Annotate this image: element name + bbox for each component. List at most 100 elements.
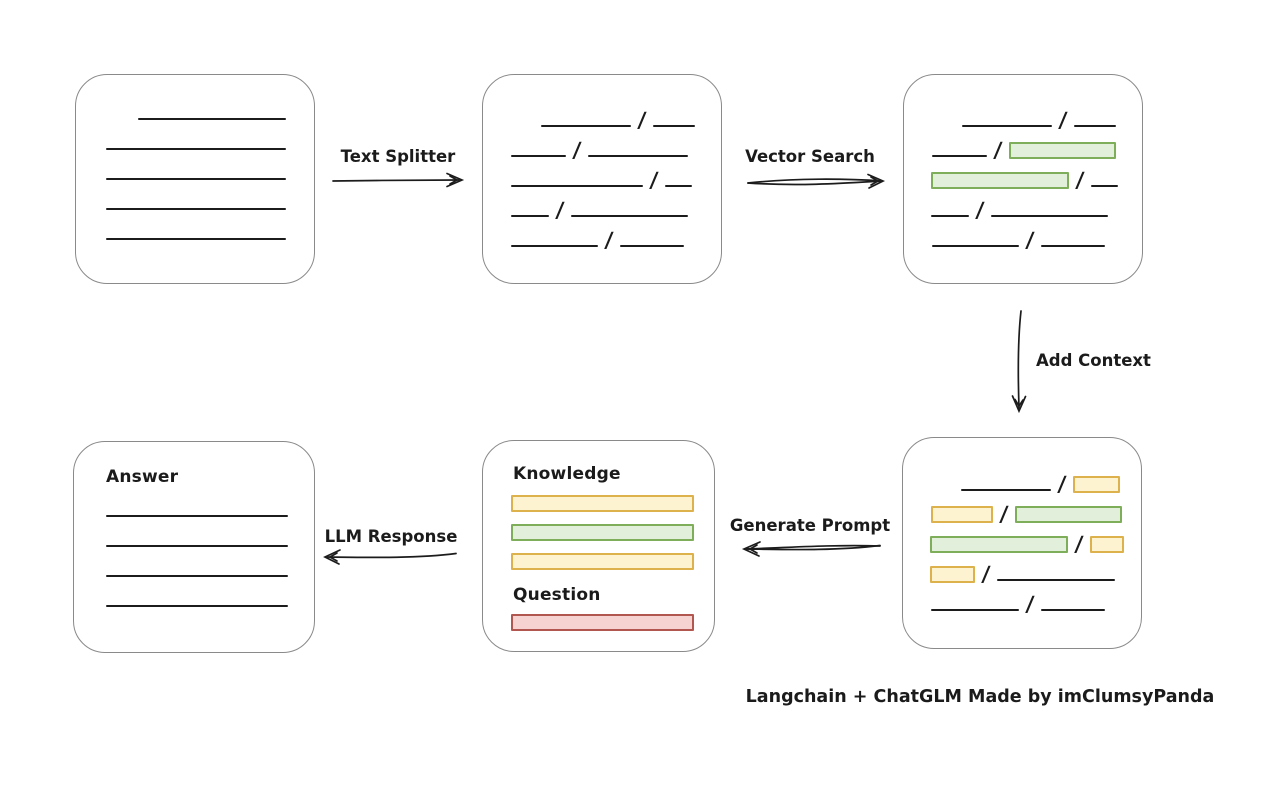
question-title: Question: [513, 585, 601, 605]
add-context-arrow: [1011, 310, 1027, 414]
text-line: [106, 238, 286, 240]
text-row: [76, 122, 314, 152]
text-row: /: [903, 583, 1141, 616]
text-line: [990, 215, 1108, 217]
text-line: [570, 215, 688, 217]
slash-separator: /: [1056, 472, 1067, 496]
text-line: [138, 118, 286, 120]
slash-separator: /: [998, 502, 1009, 526]
generate-prompt-label: Generate Prompt: [729, 516, 891, 535]
text-row: /: [904, 99, 1142, 132]
slash-separator: /: [603, 228, 614, 252]
answer-box: Answer: [73, 441, 315, 653]
text-line: [511, 185, 643, 187]
slash-separator: /: [1057, 108, 1068, 132]
highlight-bar-green: [1014, 506, 1122, 523]
text-line: [1090, 185, 1118, 187]
text-line: [962, 125, 1052, 127]
text-row: [74, 549, 314, 579]
highlight-bar-yellow: [931, 506, 993, 523]
highlight-bar-green: [931, 172, 1069, 189]
knowledge-title: Knowledge: [513, 464, 621, 484]
text-row: /: [483, 189, 721, 222]
document-lines: /////: [483, 99, 721, 252]
text-row: /: [483, 219, 721, 252]
context-document-box: /////: [902, 437, 1142, 649]
text-line: [931, 215, 969, 217]
vector-search-arrow: [747, 173, 886, 189]
text-line: [511, 215, 549, 217]
text-line: [106, 178, 286, 180]
highlight-bar-green: [1008, 142, 1116, 159]
text-line: [541, 125, 631, 127]
question-bars: [511, 614, 694, 631]
text-row: /: [483, 159, 721, 192]
text-line: [1040, 609, 1105, 611]
llm-response-label: LLM Response: [324, 527, 458, 546]
split-document-box: /////: [482, 74, 722, 284]
slash-separator: /: [974, 198, 985, 222]
text-row: [76, 92, 314, 122]
highlight-bar-yellow: [930, 566, 975, 583]
slash-separator: /: [1074, 168, 1085, 192]
text-row: /: [904, 129, 1142, 162]
text-row: /: [904, 159, 1142, 192]
slash-separator: /: [648, 168, 659, 192]
text-row: /: [903, 463, 1141, 496]
text-line: [1073, 125, 1116, 127]
llm-response-arrow: [323, 549, 457, 565]
text-line: [931, 609, 1019, 611]
text-row: [76, 182, 314, 212]
source-document-box: [75, 74, 315, 284]
text-row: /: [904, 189, 1142, 222]
caption: Langchain + ChatGLM Made by imClumsyPand…: [745, 687, 1215, 707]
text-row: /: [483, 99, 721, 132]
slash-separator: /: [636, 108, 647, 132]
text-line: [106, 605, 288, 607]
text-line: [106, 208, 286, 210]
text-line: [511, 155, 566, 157]
text-line: [961, 489, 1051, 491]
prompt-bar-red: [511, 614, 694, 631]
generate-prompt-arrow: [741, 541, 881, 557]
highlight-bar-yellow: [1089, 536, 1124, 553]
text-line: [511, 245, 598, 247]
document-lines: /////: [903, 463, 1141, 616]
text-row: [76, 152, 314, 182]
text-line: [106, 148, 286, 150]
text-row: [74, 489, 314, 519]
vector-matched-document-box: /////: [903, 74, 1143, 284]
text-splitter-arrow: [332, 172, 465, 188]
text-line: [996, 579, 1115, 581]
prompt-box: Knowledge Question: [482, 440, 715, 652]
text-row: /: [903, 493, 1141, 526]
prompt-bar-green: [511, 524, 694, 541]
text-row: /: [483, 129, 721, 162]
document-lines: [76, 92, 314, 242]
text-line: [664, 185, 692, 187]
text-line: [587, 155, 688, 157]
text-line: [1040, 245, 1105, 247]
highlight-bar-yellow: [1072, 476, 1120, 493]
text-line: [619, 245, 684, 247]
text-line: [932, 155, 987, 157]
add-context-label: Add Context: [1036, 351, 1151, 370]
answer-title: Answer: [106, 467, 179, 487]
document-lines: /////: [904, 99, 1142, 252]
document-lines: [74, 489, 314, 609]
slash-separator: /: [554, 198, 565, 222]
text-row: [74, 579, 314, 609]
text-splitter-label: Text Splitter: [340, 147, 456, 166]
text-line: [932, 245, 1019, 247]
slash-separator: /: [992, 138, 1003, 162]
text-row: [74, 519, 314, 549]
text-line: [106, 545, 288, 547]
vector-search-label: Vector Search: [745, 147, 875, 166]
text-line: [652, 125, 695, 127]
text-row: /: [903, 553, 1141, 586]
knowledge-bars: [511, 495, 694, 570]
text-line: [106, 575, 288, 577]
highlight-bar-green: [930, 536, 1068, 553]
text-line: [106, 515, 288, 517]
